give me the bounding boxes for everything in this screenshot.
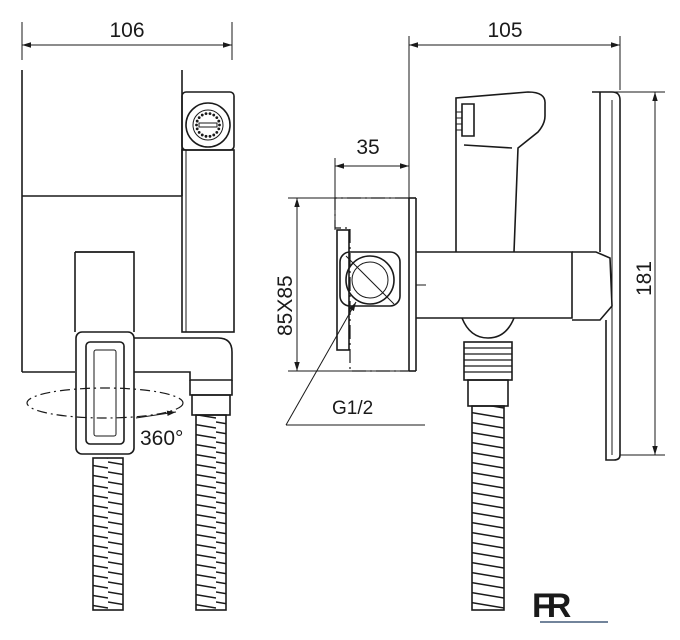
- logo-text: FR: [532, 587, 571, 625]
- hose-right-front: [195, 414, 227, 611]
- plate-dimension: 85X85: [274, 197, 410, 372]
- shower-head-front: [181, 91, 235, 333]
- nozzle-hole: [208, 134, 212, 138]
- wall-plate-front: [21, 70, 183, 373]
- thread-label: G1/2: [332, 398, 373, 419]
- nozzle-hole: [200, 133, 204, 137]
- nozzle-hole: [195, 127, 199, 131]
- hose-side: [471, 405, 505, 611]
- nozzle-hole: [200, 113, 204, 117]
- nozzle-hole: [215, 130, 219, 134]
- lever-handle-front: [75, 331, 135, 455]
- offset-dimension: 35: [334, 136, 409, 230]
- nozzle-hole: [218, 123, 221, 127]
- nozzle-slot: [198, 122, 218, 128]
- depth-dim-label: 105: [487, 19, 522, 42]
- offset-dim-label: 35: [356, 136, 379, 159]
- nozzle-hole: [215, 116, 219, 120]
- height-dim-label: 181: [633, 261, 656, 296]
- front-view: 106: [21, 19, 235, 611]
- mixer-body-front: [74, 251, 135, 332]
- outlet-nut-side: [461, 317, 515, 407]
- nozzle-hole: [217, 119, 221, 123]
- height-dimension: 181: [600, 91, 665, 456]
- nozzle-hole: [204, 134, 208, 138]
- width-dimension: 106: [21, 19, 233, 60]
- hose-left-front: [92, 457, 124, 611]
- nozzle-hole: [212, 133, 216, 137]
- nozzle-hole: [212, 113, 216, 117]
- inlet-connector: [339, 251, 401, 307]
- nozzle-hole: [197, 130, 201, 134]
- nozzle-hole: [195, 123, 198, 127]
- mixer-body-side: [416, 251, 613, 321]
- depth-dimension: 105: [408, 19, 621, 205]
- shower-head-side: [455, 91, 546, 253]
- nozzle-hole: [208, 112, 212, 116]
- nozzle-hole: [197, 116, 201, 120]
- nozzle-holes-icon: [195, 112, 221, 138]
- nozzle-hole: [204, 112, 208, 116]
- thread-callout: G1/2: [285, 301, 425, 426]
- nozzle-hole: [195, 119, 199, 123]
- rotation-indicator: 360°: [26, 387, 184, 450]
- nozzle-hole: [217, 127, 221, 131]
- lever-handle-side: [592, 91, 621, 461]
- width-dim-label: 106: [109, 19, 144, 42]
- plate-dim-label: 85X85: [274, 275, 297, 336]
- rotation-label: 360°: [140, 427, 183, 450]
- side-view: 105 35 85X85 181: [274, 19, 665, 611]
- brand-logo: FR: [532, 587, 608, 625]
